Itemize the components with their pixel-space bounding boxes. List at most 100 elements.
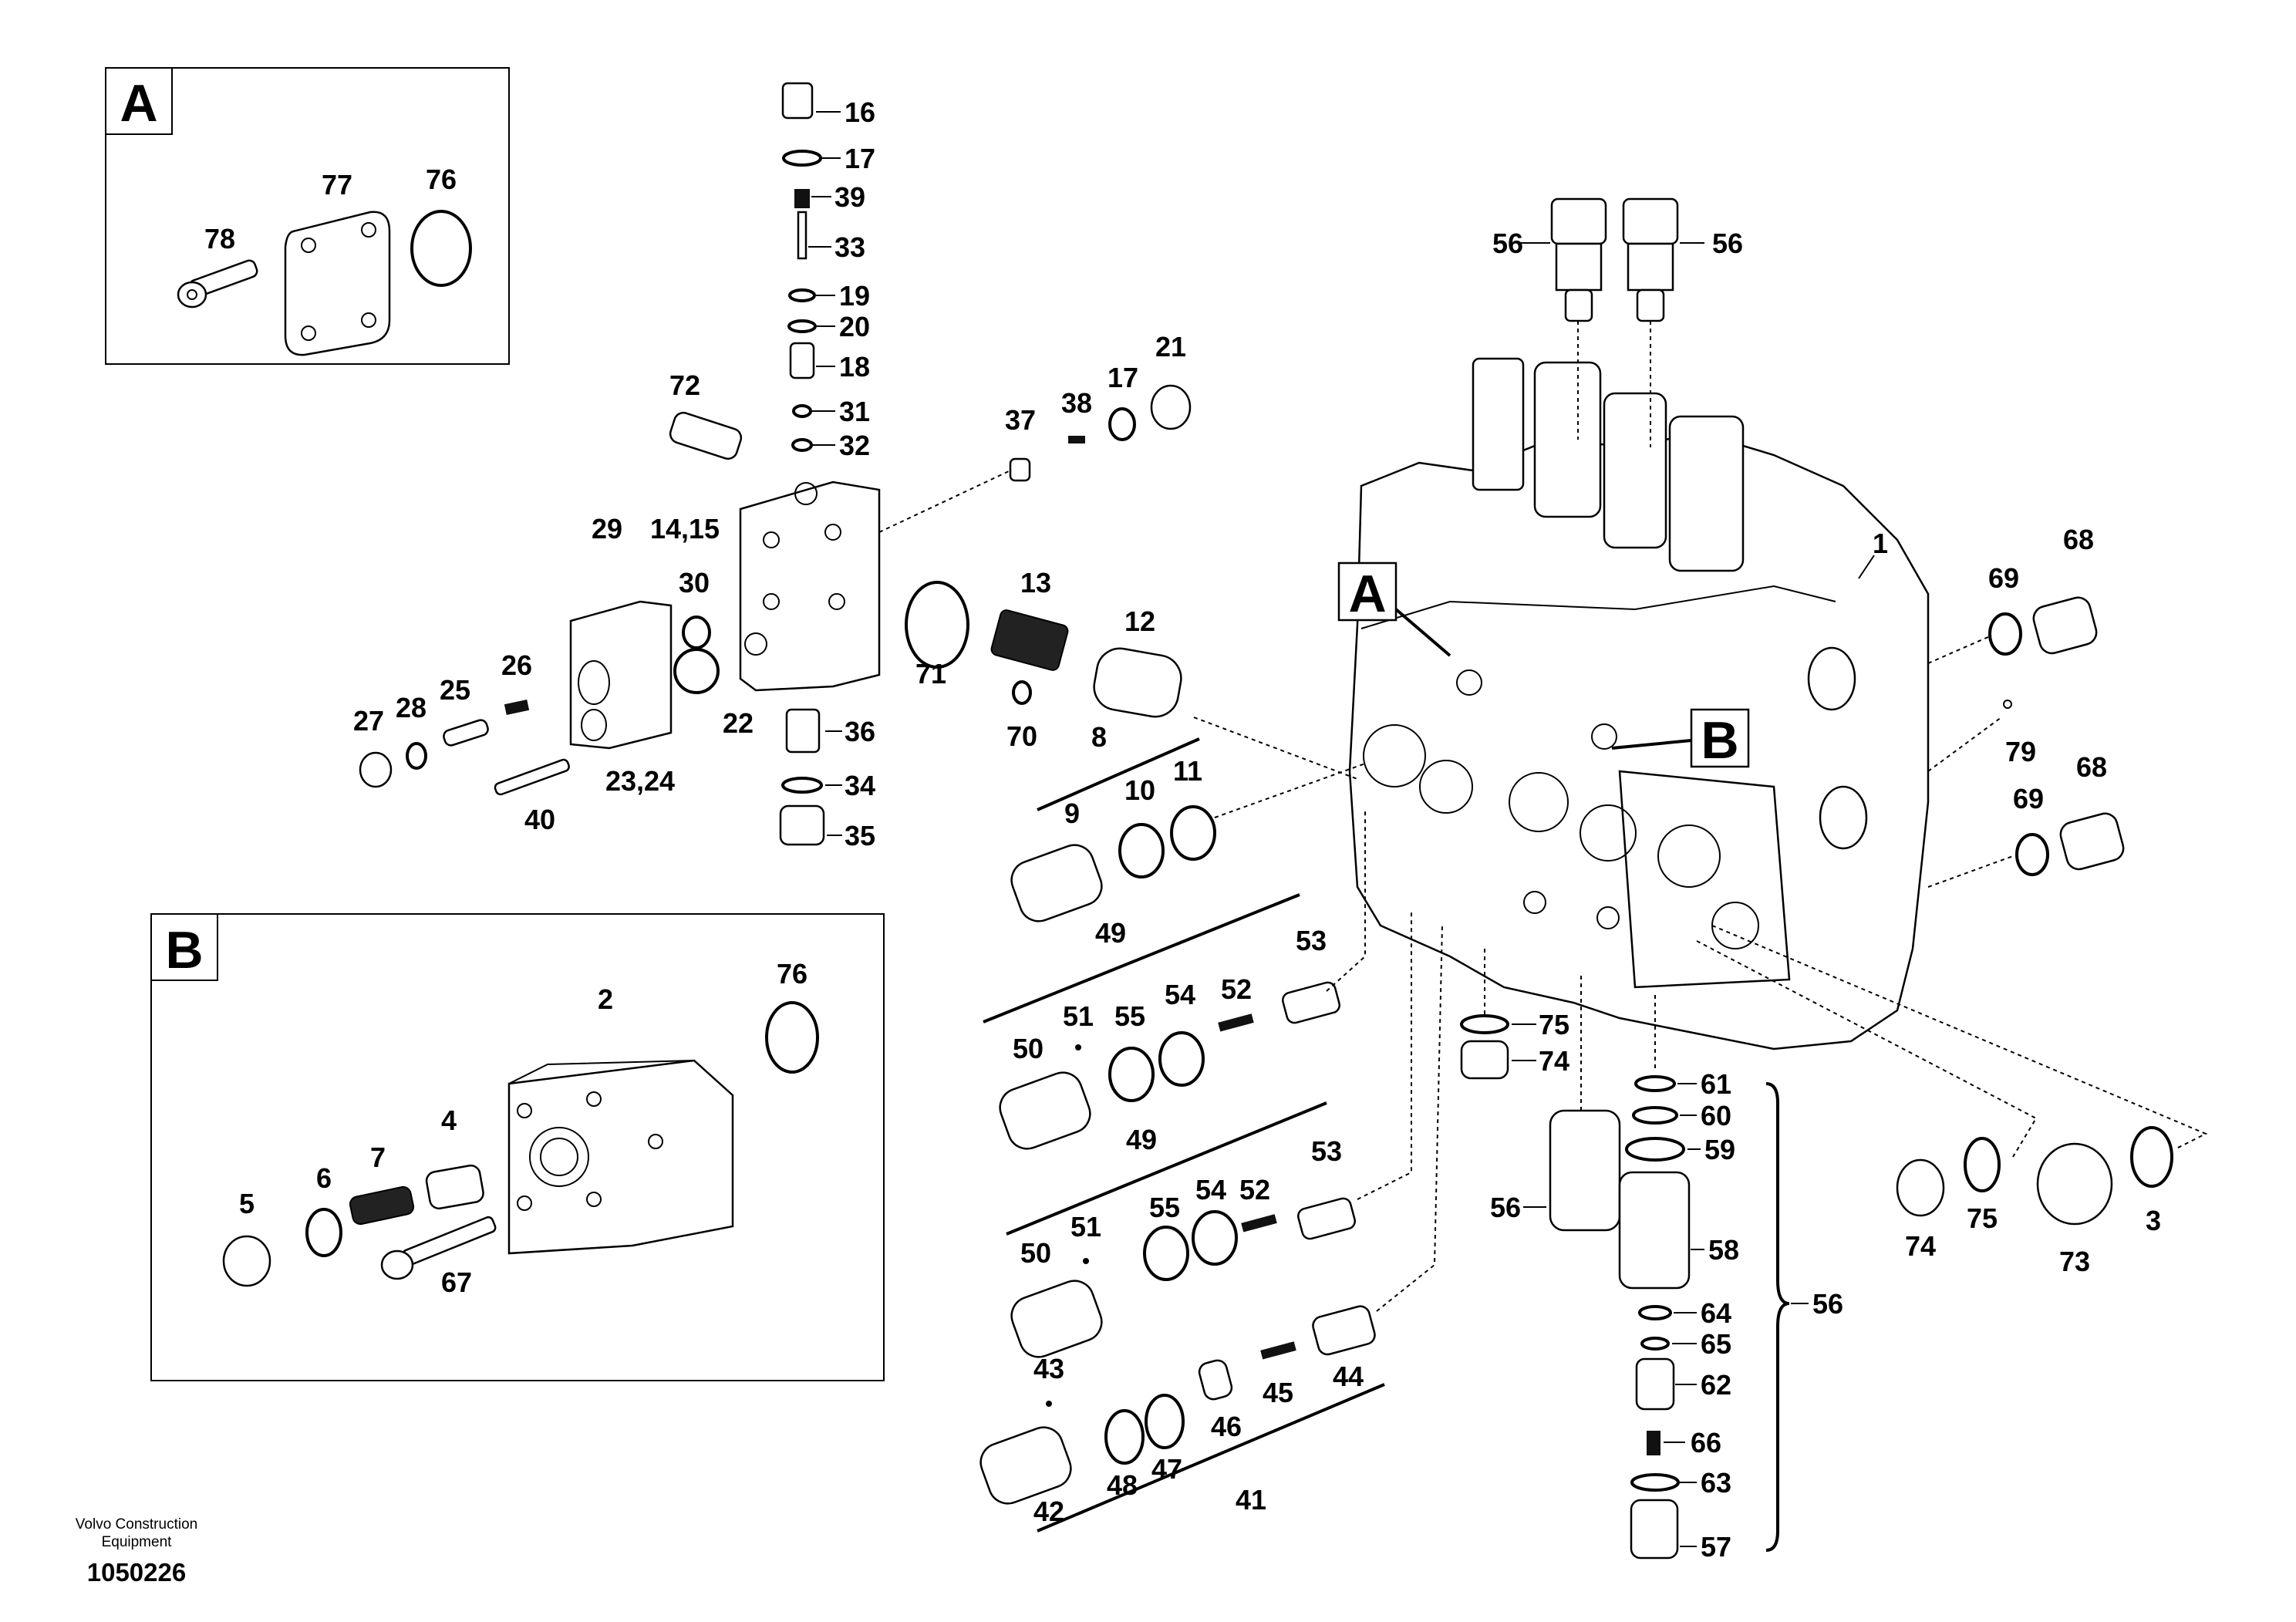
part-label-38: 38 xyxy=(1061,387,1092,419)
part-label-35: 35 xyxy=(845,820,875,851)
spring-part-52b xyxy=(1241,1214,1277,1233)
part-label-23-24: 23,24 xyxy=(605,765,675,797)
part-label-53: 53 xyxy=(1296,925,1327,956)
part-label-28: 28 xyxy=(396,692,426,723)
part-label-48: 48 xyxy=(1107,1469,1138,1501)
spring-part-38 xyxy=(1068,436,1085,443)
part-label-50: 50 xyxy=(1020,1237,1051,1269)
part-label-62: 62 xyxy=(1701,1369,1731,1401)
part-label-69: 69 xyxy=(1988,562,2019,594)
part-label-9: 9 xyxy=(1064,798,1080,829)
part-label-64: 64 xyxy=(1701,1297,1731,1329)
part-label-56: 56 xyxy=(1812,1288,1843,1320)
part-label-51: 51 xyxy=(1070,1211,1101,1243)
label-78: 78 xyxy=(204,223,235,255)
o-ring-part-47 xyxy=(1145,1394,1185,1449)
part-label-59: 59 xyxy=(1704,1134,1735,1165)
plug-part-5 xyxy=(222,1235,271,1287)
part-label-46: 46 xyxy=(1211,1411,1242,1442)
part-label-1: 1 xyxy=(1873,528,1888,559)
part-label-22: 22 xyxy=(723,707,754,739)
main-valve-body-part-1 xyxy=(1348,357,1930,1050)
detail-box-b-letter: B xyxy=(165,921,203,980)
part-label-47: 47 xyxy=(1151,1453,1182,1485)
part-label-56: 56 xyxy=(1490,1192,1521,1223)
cartridge-stack-group-56 xyxy=(1549,1075,1790,1560)
part-label-10: 10 xyxy=(1124,774,1155,806)
o-ring-part-55b xyxy=(1143,1226,1189,1281)
svg-text:A: A xyxy=(1348,565,1386,623)
detail-box-a-letter: A xyxy=(120,74,157,133)
screw-part-78 xyxy=(177,259,258,309)
part-label-41: 41 xyxy=(1236,1484,1266,1516)
part-label-52: 52 xyxy=(1221,973,1252,1005)
o-ring-part-28 xyxy=(406,742,427,770)
label-2: 2 xyxy=(598,983,613,1015)
o-ring-part-34 xyxy=(781,777,823,794)
cartridge-valve-part-56-left xyxy=(1550,197,1607,322)
part-label-17: 17 xyxy=(845,143,875,174)
piston-part-53b xyxy=(1297,1197,1356,1240)
part-labels: 78 77 76 2 76 4 7 6 5 67 16 17 39 33 19 … xyxy=(204,96,2161,1563)
bolt-part-67 xyxy=(380,1216,497,1280)
spring-part-13 xyxy=(990,609,1069,671)
publisher-credit: Volvo Construction Equipment 1050226 xyxy=(76,1516,197,1587)
spring-part-26 xyxy=(504,700,530,715)
o-ring-part-22 xyxy=(673,648,720,694)
part-label-19: 19 xyxy=(839,280,870,312)
o-ring-part-11 xyxy=(1170,805,1216,861)
part-label-36: 36 xyxy=(845,716,875,747)
part-label-13: 13 xyxy=(1020,567,1051,599)
part-label-66: 66 xyxy=(1691,1427,1721,1458)
part-label-49: 49 xyxy=(1095,917,1126,949)
part-label-45: 45 xyxy=(1263,1377,1293,1408)
part-label-68: 68 xyxy=(2076,751,2107,783)
plug-part-42 xyxy=(979,1426,1072,1505)
plug-part-27 xyxy=(359,751,393,788)
plug-part-4 xyxy=(425,1164,484,1210)
part-label-26: 26 xyxy=(501,649,532,681)
cartridge-valve-part-56-right xyxy=(1622,197,1679,322)
part-label-40: 40 xyxy=(524,804,555,835)
part-label-68: 68 xyxy=(2063,524,2094,555)
o-ring-part-3 xyxy=(2130,1126,2173,1188)
spring-part-7 xyxy=(349,1185,415,1226)
o-ring-part-76-a xyxy=(410,210,472,287)
part-label-17: 17 xyxy=(1108,362,1138,393)
part-label-61: 61 xyxy=(1701,1068,1731,1100)
o-ring-part-69a xyxy=(1988,612,2022,656)
part-label-54: 54 xyxy=(1165,979,1195,1010)
part-label-18: 18 xyxy=(839,351,870,383)
o-ring-part-75b xyxy=(1964,1137,2001,1192)
part-label-8: 8 xyxy=(1091,721,1107,753)
part-label-75: 75 xyxy=(1539,1009,1569,1040)
svg-text:B: B xyxy=(1701,711,1738,770)
o-ring-part-30 xyxy=(682,615,711,649)
part-label-37: 37 xyxy=(1005,404,1036,436)
part-label-69: 69 xyxy=(2013,783,2044,814)
part-label-34: 34 xyxy=(845,770,875,801)
o-ring-part-70 xyxy=(1012,680,1032,705)
assembly-dashed-lines xyxy=(878,321,2208,1312)
part-label-31: 31 xyxy=(839,396,870,427)
label-76-a: 76 xyxy=(426,164,457,195)
detail-box-b: B xyxy=(150,913,885,1381)
part-label-32: 32 xyxy=(839,430,870,461)
detail-box-a: A xyxy=(105,67,510,365)
pin-part-46 xyxy=(1198,1359,1233,1401)
plug-part-68b xyxy=(2059,812,2125,871)
part-label-79: 79 xyxy=(2005,736,2036,767)
part-label-56: 56 xyxy=(1492,228,1523,259)
spool-part-25 xyxy=(443,719,489,747)
o-ring-part-69b xyxy=(2015,833,2049,876)
relief-valve-stack xyxy=(781,82,822,452)
part-label-74: 74 xyxy=(1539,1045,1569,1077)
callout-b-marker: B xyxy=(1611,708,1750,770)
o-ring-part-75 xyxy=(1460,1014,1509,1034)
valve-block-part-2 xyxy=(507,1059,734,1255)
part-label-3: 3 xyxy=(2146,1205,2161,1236)
plug-part-74b xyxy=(1896,1158,1945,1217)
part-label-29: 29 xyxy=(592,513,622,545)
part-label-30: 30 xyxy=(679,567,710,599)
part-label-63: 63 xyxy=(1701,1467,1731,1499)
